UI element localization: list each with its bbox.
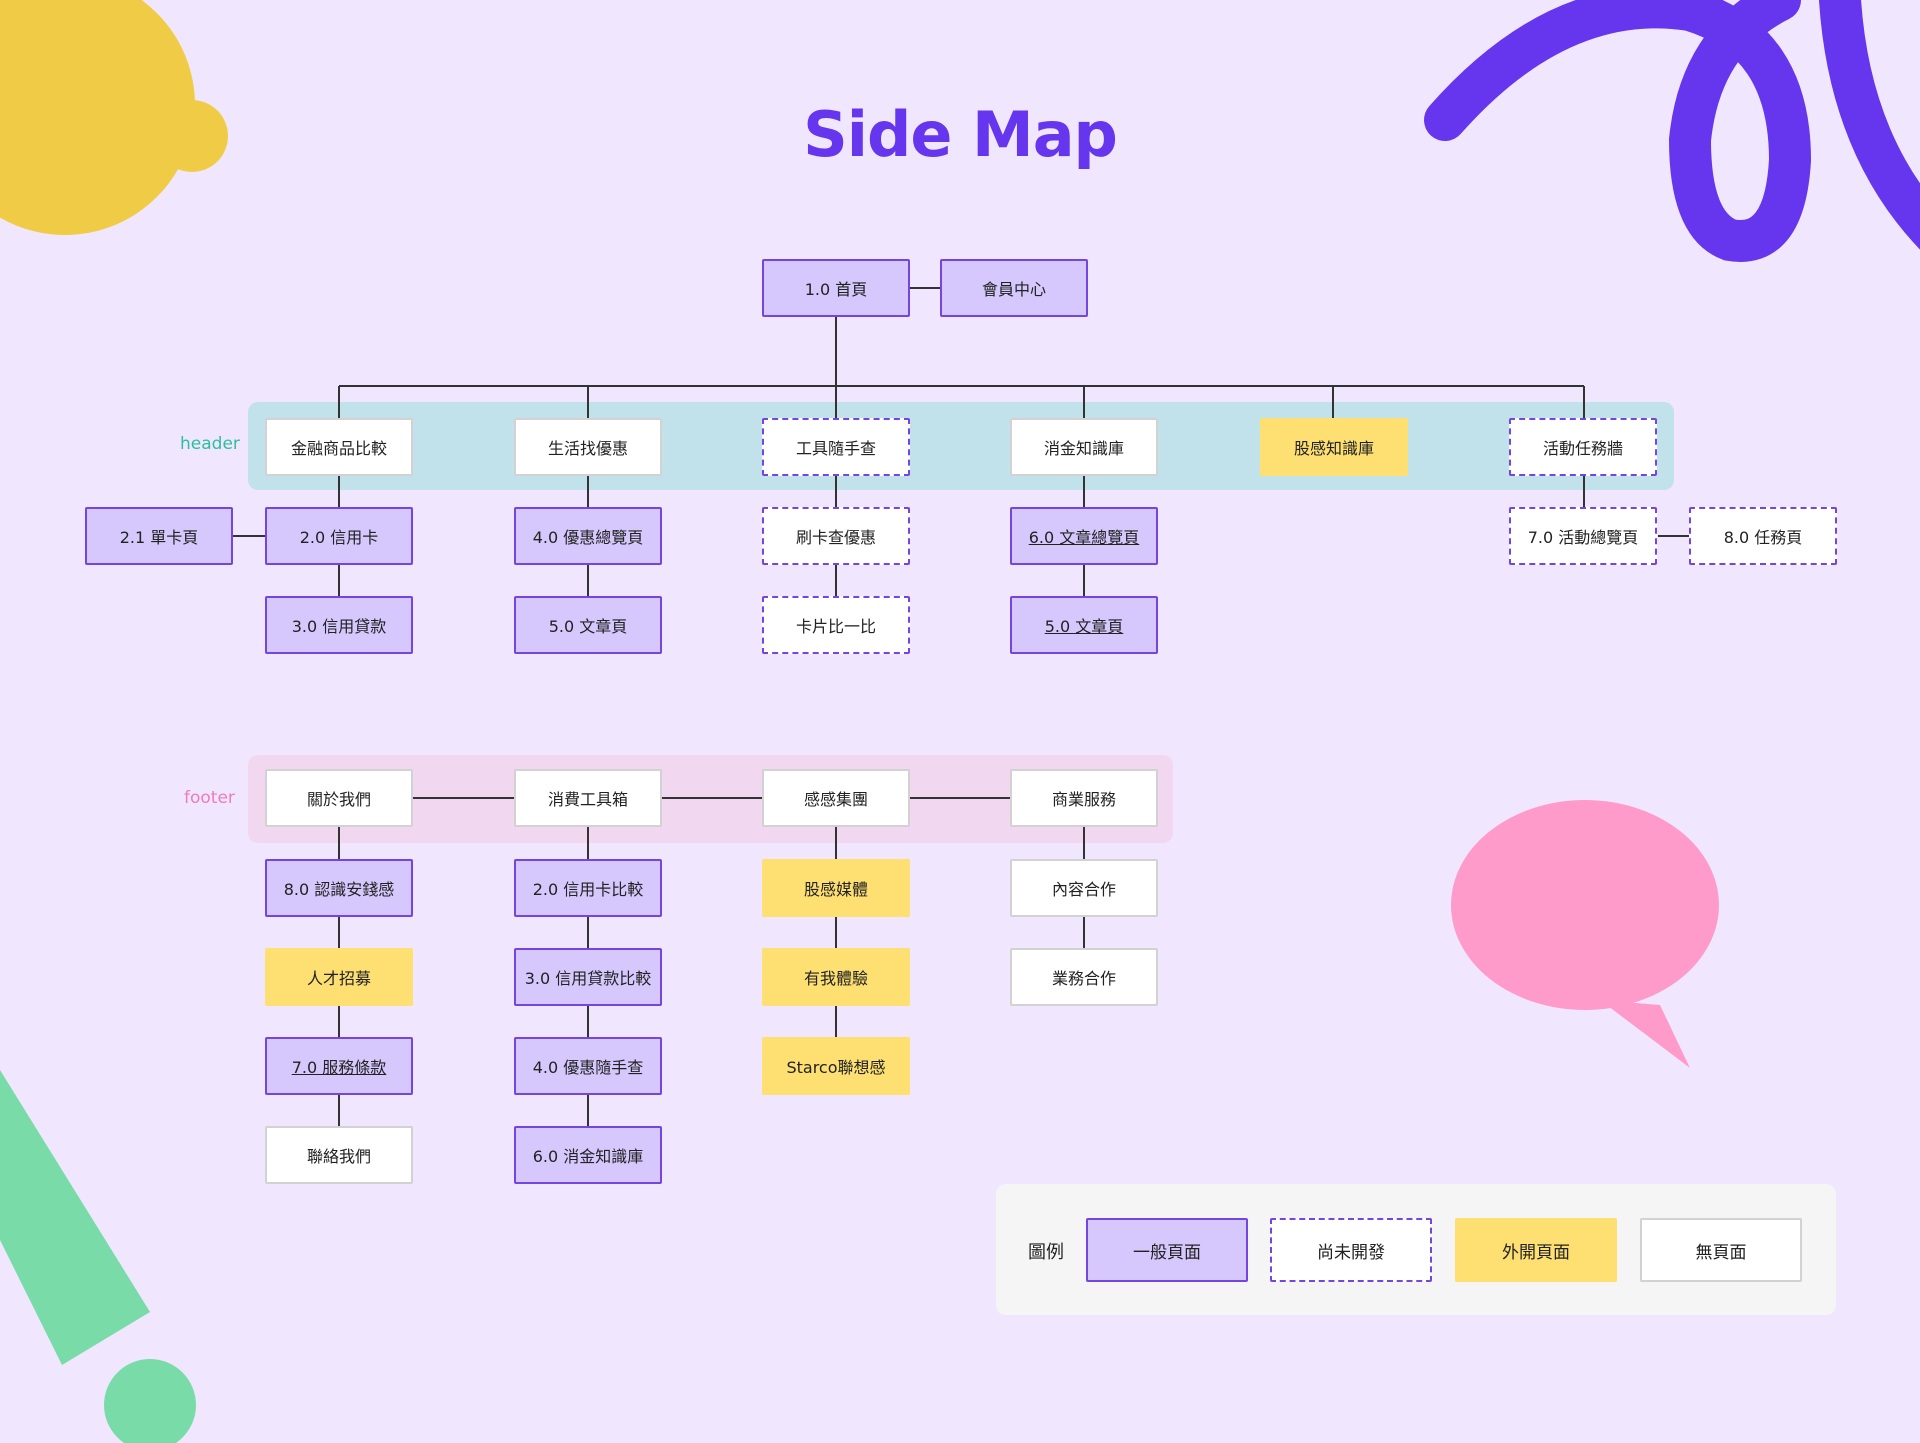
node-toolbox: 消費工具箱	[514, 769, 662, 827]
node-credit-loan: 3.0 信用貸款	[265, 596, 413, 654]
node-loan-compare: 3.0 信用貸款比較	[514, 948, 662, 1006]
legend-general-page: 一般頁面	[1086, 1218, 1248, 1282]
node-hiring: 人才招募	[265, 948, 413, 1006]
pink-bubble-shape	[1451, 800, 1719, 1010]
node-stock-media: 股感媒體	[762, 859, 910, 917]
legend-title: 圖例	[1028, 1242, 1064, 1263]
legend-undeveloped: 尚未開發	[1270, 1218, 1432, 1282]
purple-swirl-shape	[1424, 0, 1812, 262]
purple-swirl-tail-shape	[1819, 0, 1920, 250]
yellow-dot-shape	[156, 100, 228, 172]
node-member-center: 會員中心	[940, 259, 1088, 317]
node-experience: 有我體驗	[762, 948, 910, 1006]
node-stock-knowledge: 股感知識庫	[1260, 418, 1408, 476]
node-consumer-knowledge: 消金知識庫	[1010, 418, 1158, 476]
node-offer-lookup: 4.0 優惠隨手查	[514, 1037, 662, 1095]
node-group: 感感集團	[762, 769, 910, 827]
green-bar-shape	[0, 1070, 150, 1365]
node-contact: 聯絡我們	[265, 1126, 413, 1184]
node-content-coop: 內容合作	[1010, 859, 1158, 917]
node-business-coop: 業務合作	[1010, 948, 1158, 1006]
node-article-page-b: 5.0 文章頁	[1010, 596, 1158, 654]
header-band	[248, 402, 1674, 490]
node-task-page: 8.0 任務頁	[1689, 507, 1837, 565]
footer-band-label: footer	[184, 788, 235, 808]
node-event-overview: 7.0 活動總覽頁	[1509, 507, 1657, 565]
node-cc-compare: 2.0 信用卡比較	[514, 859, 662, 917]
node-know-us: 8.0 認識安錢感	[265, 859, 413, 917]
node-tools-lookup: 工具隨手查	[762, 418, 910, 476]
page-title: Side Map	[803, 98, 1118, 171]
node-swipe-offers: 刷卡查優惠	[762, 507, 910, 565]
node-finance-compare: 金融商品比較	[265, 418, 413, 476]
node-event-wall: 活動任務牆	[1509, 418, 1657, 476]
green-dot-shape	[104, 1359, 196, 1443]
node-home: 1.0 首頁	[762, 259, 910, 317]
node-business-services: 商業服務	[1010, 769, 1158, 827]
node-about-us: 關於我們	[265, 769, 413, 827]
node-card-compare: 卡片比一比	[762, 596, 910, 654]
legend-no-page: 無頁面	[1640, 1218, 1802, 1282]
header-band-label: header	[180, 434, 240, 454]
node-terms: 7.0 服務條款	[265, 1037, 413, 1095]
node-consumer-kb: 6.0 消金知識庫	[514, 1126, 662, 1184]
node-life-offers: 生活找優惠	[514, 418, 662, 476]
legend-external-page: 外開頁面	[1455, 1218, 1617, 1282]
node-article-overview: 6.0 文章總覽頁	[1010, 507, 1158, 565]
pink-bubble-tail-shape	[1600, 1000, 1690, 1068]
node-single-card: 2.1 單卡頁	[85, 507, 233, 565]
node-credit-card: 2.0 信用卡	[265, 507, 413, 565]
yellow-blob-shape	[0, 0, 195, 235]
node-offers-overview: 4.0 優惠總覽頁	[514, 507, 662, 565]
node-article-page-a: 5.0 文章頁	[514, 596, 662, 654]
node-starco: Starco聯想感	[762, 1037, 910, 1095]
